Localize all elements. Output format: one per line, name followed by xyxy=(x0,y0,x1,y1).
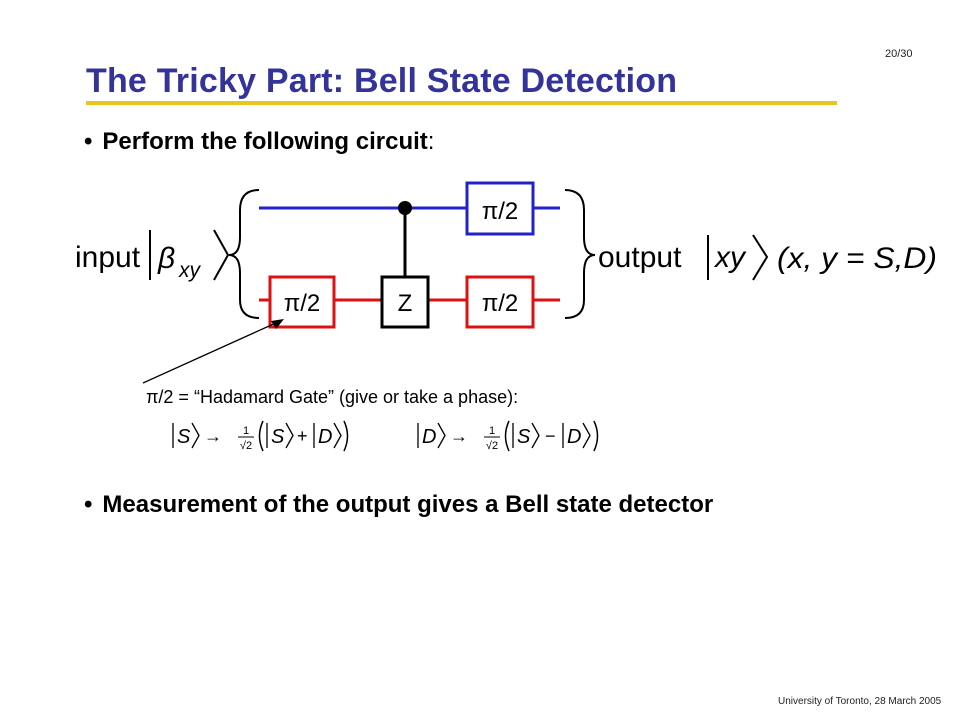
eq1-paren-right xyxy=(343,420,349,452)
left-brace xyxy=(228,189,260,319)
title-underline xyxy=(86,101,837,105)
eq1-arrow: → xyxy=(204,426,222,446)
output-label: output xyxy=(598,241,682,274)
input-ket-angle xyxy=(213,229,230,281)
eq1-frac-num: 1 xyxy=(243,425,249,437)
gate-bottom-left-label: π/2 xyxy=(284,290,321,317)
input-label: input xyxy=(75,241,141,274)
bullet-dot: • xyxy=(84,128,93,155)
equation-s: S → 1 √2 S + D xyxy=(172,420,349,452)
eq1-b-angle xyxy=(333,422,342,449)
input-ket-subscript: xy xyxy=(178,259,202,282)
eq2-frac-den: √2 xyxy=(486,440,498,452)
eq2-arrow: → xyxy=(450,426,468,446)
slide-title: The Tricky Part: Bell State Detection xyxy=(86,62,678,100)
eq1-op: + xyxy=(297,426,308,446)
bullet-dot: • xyxy=(84,491,93,518)
gate-bottom-right xyxy=(465,275,535,329)
eq2-a: S xyxy=(517,426,531,448)
eq2-frac-num: 1 xyxy=(489,425,495,437)
gate-bottom-right-label: π/2 xyxy=(482,290,519,317)
gate-top-right xyxy=(465,181,535,236)
bullet-colon: : xyxy=(427,128,435,155)
eq2-lhs: D xyxy=(422,426,436,448)
gate-z xyxy=(380,275,430,329)
eq1-a: S xyxy=(271,426,285,448)
output-ket-xy: xy xyxy=(713,241,747,274)
eq2-b-angle xyxy=(582,422,591,449)
eq2-paren-left xyxy=(504,420,510,452)
input-ket-beta: β xyxy=(157,242,175,275)
slide-number: 20/30 xyxy=(885,48,913,60)
output-condition: (x, y = S,D) xyxy=(777,242,937,275)
gate-top-right-label: π/2 xyxy=(482,198,519,225)
gate-z-label: Z xyxy=(398,290,413,317)
output-ket-angle xyxy=(752,234,769,281)
bullet-text: Perform the following circuit xyxy=(102,128,428,155)
equation-d: D → 1 √2 S − D xyxy=(417,420,599,452)
eq1-ket-angle xyxy=(191,422,200,449)
annotation-arrow-head xyxy=(271,319,284,329)
gate-bottom-left xyxy=(268,275,336,329)
eq1-paren-left xyxy=(258,420,264,452)
eq2-paren-right xyxy=(593,420,599,452)
eq1-a-angle xyxy=(285,422,294,449)
bullet-text: Measurement of the output gives a Bell s… xyxy=(102,491,714,518)
eq1-lhs: S xyxy=(177,426,191,448)
eq1-frac-den: √2 xyxy=(240,440,252,452)
bullet-measurement: • Measurement of the output gives a Bell … xyxy=(84,491,713,519)
eq1-b: D xyxy=(318,426,332,448)
hadamard-note: π/2 = “Hadamard Gate” (give or take a ph… xyxy=(146,387,518,407)
slide-footer: University of Toronto, 28 March 2005 xyxy=(778,696,942,707)
right-brace xyxy=(564,189,596,319)
eq2-op: − xyxy=(545,426,556,446)
eq2-a-angle xyxy=(531,422,540,449)
bullet-perform-circuit: • Perform the following circuit: xyxy=(84,128,434,156)
annotation-arrow-line xyxy=(142,321,279,384)
eq2-b: D xyxy=(567,426,581,448)
eq2-ket-angle xyxy=(437,422,446,449)
